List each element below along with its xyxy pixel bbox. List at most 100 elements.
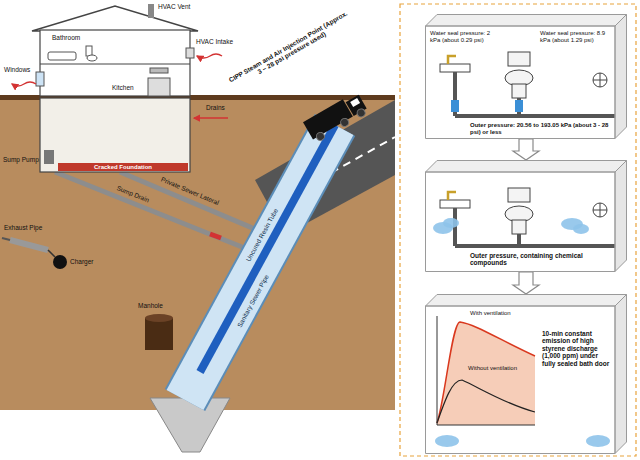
sewer-lateral — [120, 172, 262, 232]
emission-chart — [437, 380, 535, 423]
room-box: Water seal pressure: 2 kPa (about 0.29 p… — [425, 14, 627, 139]
house — [40, 30, 190, 96]
room-fixtures-open — [593, 203, 607, 217]
text-slot: Water seal pressure: 8.9 kPa (about 1.29… — [540, 30, 610, 44]
curve-label: With ventilation — [470, 310, 530, 317]
resin-tube — [200, 125, 335, 372]
room-fixtures-open — [433, 188, 615, 246]
house — [40, 64, 190, 65]
truck — [315, 131, 326, 142]
part-label: Windows — [4, 66, 30, 73]
sump-drain — [210, 234, 221, 238]
sewer-lateral — [120, 172, 262, 232]
room-wall — [426, 306, 616, 454]
room-fixtures-sealed — [440, 52, 615, 116]
room-wall — [426, 26, 616, 139]
room-fixtures-sealed — [440, 64, 470, 72]
text-slot: Water seal pressure: 2 kPa (about 0.29 p… — [430, 30, 496, 44]
room-wall — [615, 295, 627, 454]
exhaust-pipe — [10, 240, 48, 250]
room-fixtures-sealed — [448, 56, 456, 64]
sewer-pipe — [185, 125, 335, 400]
part-label: Sump Pump — [3, 156, 39, 163]
room-wall — [615, 161, 627, 272]
house — [186, 48, 194, 58]
pressure-note: Water seal pressure: 2 kPa (about 0.29 p… — [430, 30, 496, 44]
room-fixtures-sealed — [451, 100, 459, 112]
warning-label: Cracked Foundation — [94, 164, 152, 171]
truck — [356, 107, 367, 118]
room-wall — [426, 295, 627, 307]
room-fixtures-open — [508, 188, 530, 202]
soil — [0, 95, 395, 410]
house — [44, 150, 54, 164]
sewer-outlet — [150, 398, 230, 452]
text-slot: With ventilation — [470, 310, 530, 317]
truck — [350, 98, 360, 107]
red-arrow — [194, 117, 228, 119]
room-fixtures-open — [448, 192, 456, 200]
house — [58, 163, 188, 171]
room-outline — [425, 294, 627, 454]
emission-chart — [437, 316, 535, 425]
house — [87, 55, 97, 61]
house — [40, 98, 190, 172]
exhaust-pipe — [2, 238, 10, 240]
room-wall — [426, 161, 627, 173]
house — [86, 46, 92, 56]
vapor-cloud — [435, 435, 459, 447]
vapor-cloud — [573, 224, 589, 234]
sewer-pipe — [185, 125, 335, 400]
room-fixtures-sealed — [593, 73, 607, 87]
room-fixtures-open — [440, 200, 470, 208]
block-arrow — [513, 272, 539, 294]
text-slot: 10-min constant emission of high styrene… — [542, 330, 612, 367]
sewer-outlet — [150, 398, 230, 452]
room-fixtures-sealed — [508, 52, 530, 66]
room-wall — [615, 15, 627, 139]
part-label: HVAC Intake — [196, 38, 233, 45]
room-fixtures-open — [455, 244, 615, 248]
pressure-note: Outer pressure: 20.56 to 193.05 kPa (abo… — [470, 122, 612, 136]
truck — [303, 91, 369, 144]
curve-label: Without ventilation — [468, 365, 536, 372]
sewer-pipe — [185, 125, 335, 400]
part-label: Charger — [70, 258, 93, 265]
room-box: Outer pressure, containing chemical comp… — [425, 160, 627, 272]
vent-label: HVAC Vent — [158, 3, 190, 10]
room-fixtures-sealed — [515, 100, 523, 112]
truck — [303, 99, 353, 139]
exhaust-pipe — [2, 238, 67, 269]
vapor-cloud — [586, 435, 610, 447]
room-fixtures-sealed — [455, 114, 615, 118]
pressure-note: Outer pressure, containing chemical comp… — [470, 252, 612, 267]
room-fixtures-sealed — [593, 73, 607, 87]
house — [150, 68, 168, 73]
house — [48, 52, 76, 60]
red-arrow — [12, 54, 228, 118]
manhole — [145, 314, 173, 322]
exhaust-pipe — [48, 250, 55, 257]
house — [148, 4, 154, 18]
manhole — [145, 318, 173, 350]
house — [32, 4, 198, 172]
room-wall — [426, 15, 627, 27]
room-fixtures-open — [593, 203, 607, 217]
emission-chart — [437, 322, 535, 423]
part-label: Drains — [206, 104, 225, 111]
text-slot: Without ventilation — [468, 365, 536, 372]
red-arrow — [12, 82, 36, 86]
part-label: Manhole — [138, 302, 163, 309]
room-box: With ventilationWithout ventilation 10-mi… — [425, 294, 627, 454]
callout-frame — [400, 4, 636, 456]
room-label: Kitchen — [112, 84, 134, 91]
red-arrow — [197, 54, 222, 58]
text-slot: Outer pressure, containing chemical comp… — [470, 252, 612, 267]
manhole — [145, 314, 173, 350]
soil — [0, 98, 395, 410]
text-slot: Outer pressure: 20.56 to 193.05 kPa (abo… — [470, 122, 612, 136]
